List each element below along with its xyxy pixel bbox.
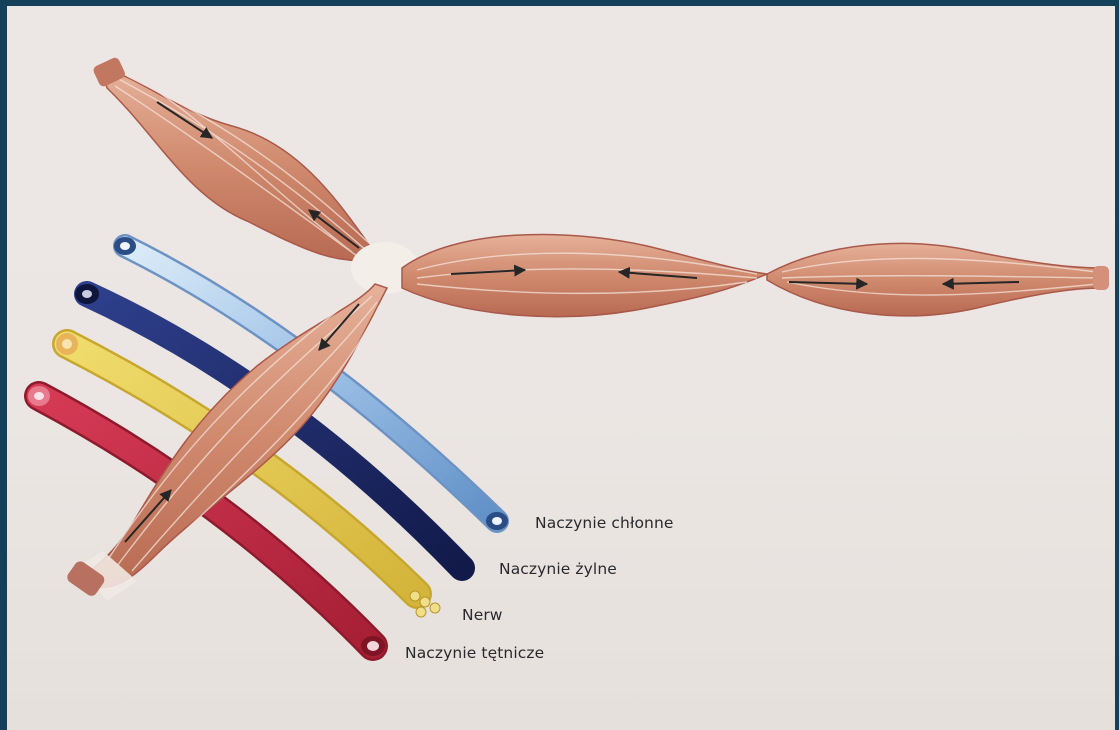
muscle-diagram bbox=[7, 6, 1115, 730]
muscle-belly-middle bbox=[402, 234, 767, 316]
page-sheet: Naczynie chłonne Naczynie żylne Nerw Nac… bbox=[7, 6, 1115, 730]
muscle-belly-right bbox=[767, 243, 1109, 315]
label-artery: Naczynie tętnicze bbox=[405, 644, 544, 662]
tendon-end-right bbox=[1093, 266, 1109, 290]
label-nerve: Nerw bbox=[462, 606, 503, 624]
label-vein: Naczynie żylne bbox=[499, 560, 617, 578]
label-lymph-vessel: Naczynie chłonne bbox=[535, 514, 674, 532]
